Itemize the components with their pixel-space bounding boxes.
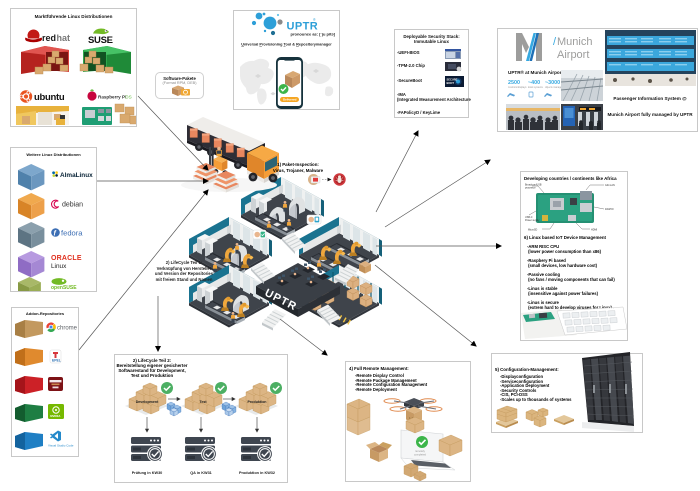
- svg-text:SUSE: SUSE: [88, 35, 113, 46]
- svg-text:ORACLE: ORACLE: [51, 255, 82, 262]
- svg-text:hat: hat: [57, 33, 71, 43]
- svg-text:chrome: chrome: [57, 325, 78, 331]
- svg-text:pronounce as: [ˈju pitə]: pronounce as: [ˈju pitə]: [291, 32, 336, 37]
- svg-text:MicroSD: MicroSD: [528, 229, 537, 232]
- svg-text:completed: completed: [414, 453, 427, 457]
- svg-text:fedora: fedora: [61, 229, 83, 238]
- svg-text:40GPIO: 40GPIO: [605, 208, 614, 211]
- svg-text:HDMI: HDMI: [591, 229, 597, 232]
- svg-text:SECURE: SECURE: [447, 78, 458, 82]
- svg-text:Broadcom/USB: Broadcom/USB: [525, 183, 542, 186]
- svg-text:UPTR® at Munich Airport: UPTR® at Munich Airport: [508, 69, 563, 75]
- svg-text:USB-C: USB-C: [525, 216, 533, 219]
- svg-text:remotely: remotely: [415, 449, 426, 453]
- svg-text:/: /: [553, 36, 557, 48]
- svg-text:Raspberry Pi: Raspberry Pi: [98, 95, 126, 100]
- svg-text:debian: debian: [62, 201, 83, 208]
- svg-text:Prüfung in KW30: Prüfung in KW30: [132, 471, 163, 475]
- svg-text:f: f: [54, 230, 57, 237]
- svg-text:OS: OS: [125, 95, 132, 100]
- svg-text:Produktion: Produktion: [248, 400, 267, 404]
- svg-text:AlmaLinux: AlmaLinux: [60, 172, 93, 179]
- svg-text:~400: ~400: [528, 80, 540, 86]
- svg-text:Power supply: Power supply: [525, 219, 540, 222]
- svg-text:Universal Provisioning Tool &: Universal Provisioning Tool & Repository…: [241, 43, 332, 47]
- svg-text:objects managed w UPTR: objects managed w UPTR: [545, 86, 573, 89]
- svg-text:Munich Airport fully managed b: Munich Airport fully managed by UPTR: [607, 112, 693, 117]
- svg-text:NVIDIA: NVIDIA: [50, 414, 61, 418]
- svg-text:Visual Studio Code: Visual Studio Code: [48, 444, 74, 448]
- svg-text:BOOT: BOOT: [447, 81, 455, 85]
- svg-text:Delivered: Delivered: [283, 98, 297, 102]
- svg-text:®: ®: [313, 18, 316, 22]
- svg-text:Development: Development: [136, 400, 159, 404]
- svg-text:openSUSE: openSUSE: [51, 285, 77, 291]
- svg-text:Gbit LAN: Gbit LAN: [605, 184, 615, 187]
- svg-text:kiosk systems: kiosk systems: [528, 86, 544, 89]
- svg-text:· · ·: · · ·: [609, 306, 614, 310]
- svg-text:2500: 2500: [508, 80, 520, 86]
- svg-text:red: red: [42, 33, 56, 43]
- svg-text:QA in KW31: QA in KW31: [190, 471, 212, 475]
- svg-text:EPEL: EPEL: [52, 359, 61, 363]
- svg-text:processor: processor: [525, 186, 536, 189]
- svg-text:Linux: Linux: [51, 263, 67, 270]
- svg-text:Passenger Information System @: Passenger Information System @: [613, 96, 687, 101]
- svg-text:Airport: Airport: [557, 49, 589, 61]
- svg-text:ubuntu: ubuntu: [34, 92, 65, 103]
- svg-text:UPTR: UPTR: [287, 21, 319, 33]
- svg-text:Produktion in KW32: Produktion in KW32: [239, 471, 275, 475]
- svg-text:monitors/displays: monitors/displays: [508, 86, 527, 89]
- svg-text:Test: Test: [199, 400, 207, 404]
- svg-text:~3000: ~3000: [545, 80, 560, 86]
- svg-text:Munich: Munich: [557, 36, 592, 48]
